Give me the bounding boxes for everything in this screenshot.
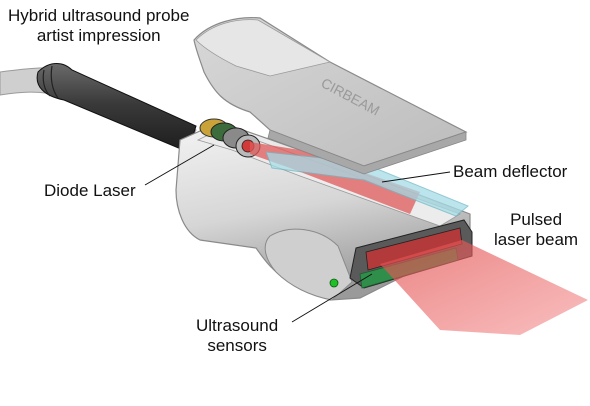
- label-pulsed-laser-beam: Pulsed laser beam: [494, 210, 578, 250]
- leader-diode-laser: [144, 144, 215, 186]
- label-beam-deflector: Beam deflector: [453, 162, 568, 181]
- cable-strain-relief: [36, 63, 197, 153]
- status-led: [329, 278, 339, 288]
- probe-lid-top: [195, 19, 332, 77]
- label-ultrasound-sensors: Ultrasound sensors: [196, 316, 278, 356]
- leader-lines: [144, 144, 451, 323]
- pulsed-laser-beam: [380, 240, 588, 335]
- probe-lid-rim: [267, 129, 467, 175]
- title-line-2: artist impression: [36, 26, 161, 45]
- title-line-1: Hybrid ultrasound probe: [8, 6, 190, 25]
- title-block: Hybrid ultrasound probe artist impressio…: [8, 6, 189, 46]
- label-ultrasound-line-2: sensors: [207, 336, 267, 355]
- label-pulsed-line-2: laser beam: [494, 230, 579, 249]
- label-diode-laser: Diode Laser: [44, 181, 136, 200]
- leader-beam-deflector: [381, 171, 451, 183]
- diode-laser-module: [199, 118, 261, 158]
- strain-relief-ridges: [42, 65, 59, 99]
- label-pulsed-line-1: Pulsed: [510, 210, 563, 229]
- label-ultrasound-line-1: Ultrasound: [196, 316, 279, 335]
- leader-ultrasound: [291, 273, 373, 323]
